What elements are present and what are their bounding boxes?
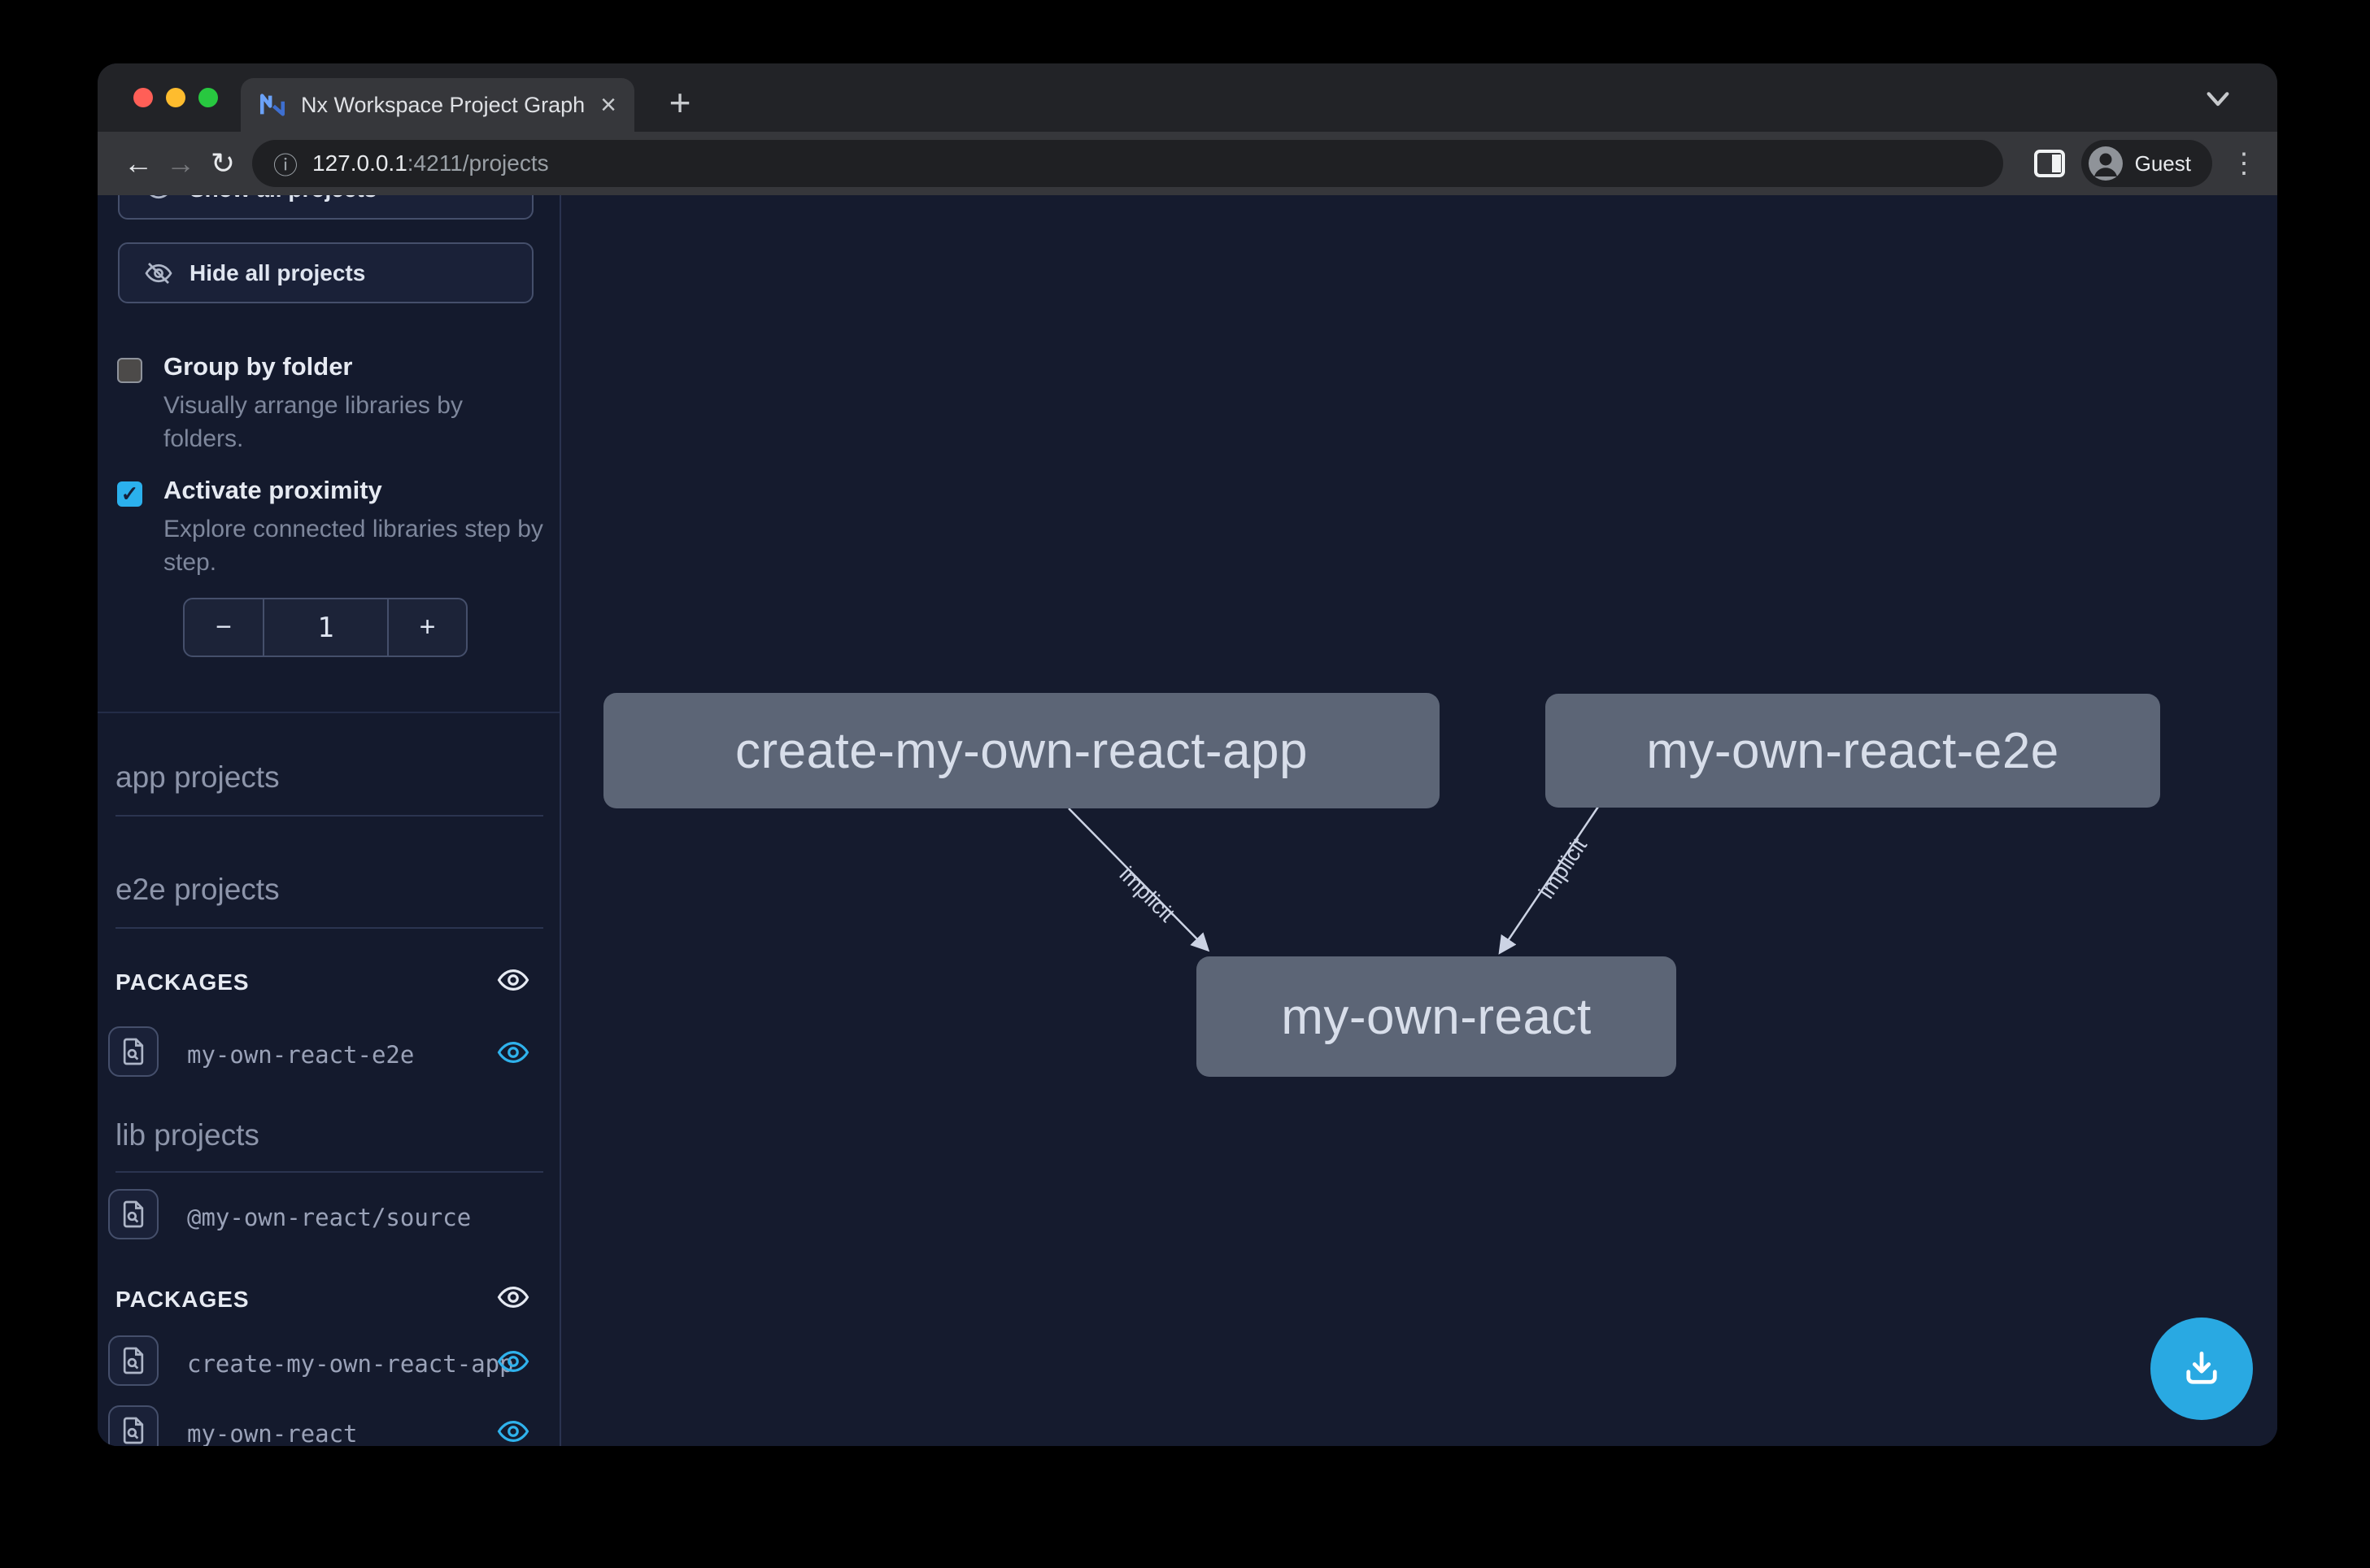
toggle-project-eye-icon[interactable] <box>496 1414 530 1446</box>
packages-header-lib: PACKAGES <box>115 1287 250 1312</box>
dependency-edge <box>1498 806 1600 955</box>
traffic-close-button[interactable] <box>133 88 153 107</box>
site-info-icon[interactable]: ⓘ <box>273 153 298 180</box>
forward-button[interactable]: → <box>166 146 195 180</box>
url-text: 127.0.0.1:4211/projects <box>312 150 549 176</box>
traffic-minimize-button[interactable] <box>166 88 185 107</box>
toggle-all-e2e-packages-eye-icon[interactable] <box>496 963 530 997</box>
project-name[interactable]: @my-own-react/source <box>187 1204 472 1231</box>
packages-header-e2e: PACKAGES <box>115 969 250 995</box>
activate-proximity-checkbox[interactable]: ✓ <box>117 481 142 507</box>
browser-window: Nx Workspace Project Graph × + ← → ↻ ⓘ 1… <box>98 63 2277 1446</box>
check-icon: ✓ <box>120 481 139 506</box>
section-underline <box>115 927 543 929</box>
section-app-projects: app projects <box>115 760 280 794</box>
project-name[interactable]: my-own-react <box>187 1420 358 1446</box>
show-all-projects-label: Show all projects <box>190 195 377 203</box>
show-all-projects-button[interactable]: Show all projects <box>118 195 534 220</box>
section-e2e-projects: e2e projects <box>115 873 280 906</box>
sidebar: Show all projects Hide all projects Grou… <box>98 195 561 1446</box>
tab-close-icon[interactable]: × <box>600 89 616 120</box>
profile-label: Guest <box>2134 150 2191 176</box>
eye-icon <box>150 195 168 198</box>
graph-edges <box>1068 806 1600 955</box>
side-panel-icon[interactable] <box>2033 150 2065 177</box>
focus-project-button[interactable] <box>108 1189 159 1239</box>
proximity-stepper: − 1 + <box>183 598 468 657</box>
address-bar[interactable]: ⓘ 127.0.0.1:4211/projects <box>252 140 2003 187</box>
browser-toolbar: ← → ↻ ⓘ 127.0.0.1:4211/projects Guest ⋮ <box>98 132 2277 195</box>
project-graph-canvas[interactable]: implicit implicit create-my-own-react-ap… <box>561 195 2277 1446</box>
back-button[interactable]: ← <box>124 146 153 180</box>
nx-logo-icon <box>259 94 285 116</box>
focus-project-button[interactable] <box>108 1026 159 1077</box>
stepper-value: 1 <box>317 611 334 644</box>
stepper-decrement-button[interactable]: − <box>185 599 264 656</box>
chevron-down-icon[interactable] <box>2204 86 2232 111</box>
traffic-zoom-button[interactable] <box>198 88 218 107</box>
section-underline <box>115 1171 543 1173</box>
project-name[interactable]: my-own-react-e2e <box>187 1041 415 1069</box>
toggle-project-eye-icon[interactable] <box>496 1344 530 1379</box>
file-search-icon <box>123 1038 144 1065</box>
file-search-icon <box>123 1200 144 1228</box>
url-path: :4211/projects <box>407 150 549 176</box>
avatar-icon <box>2088 146 2123 181</box>
profile-button[interactable]: Guest <box>2080 140 2212 187</box>
activate-proximity-label: Activate proximity <box>163 476 382 504</box>
tab-title: Nx Workspace Project Graph <box>301 92 586 117</box>
focus-project-button[interactable] <box>108 1405 159 1446</box>
file-search-icon <box>123 1347 144 1374</box>
browser-menu-button[interactable]: ⋮ <box>2230 148 2258 179</box>
hide-all-projects-label: Hide all projects <box>190 259 366 285</box>
reload-button[interactable]: ↻ <box>210 146 236 180</box>
group-by-folder-label: Group by folder <box>163 352 353 381</box>
group-by-folder-description: Visually arrange libraries by folders. <box>163 392 463 452</box>
sidebar-divider <box>98 712 560 713</box>
download-image-button[interactable] <box>2150 1318 2253 1420</box>
graph-node-my-own-react-e2e[interactable]: my-own-react-e2e <box>1545 694 2160 808</box>
toggle-project-eye-icon[interactable] <box>496 1035 530 1069</box>
toggle-all-lib-packages-eye-icon[interactable] <box>496 1280 530 1314</box>
hide-all-projects-button[interactable]: Hide all projects <box>118 242 534 303</box>
file-search-icon <box>123 1417 144 1444</box>
stepper-increment-button[interactable]: + <box>387 599 466 656</box>
download-icon <box>2186 1351 2217 1384</box>
section-lib-projects: lib projects <box>115 1118 259 1152</box>
group-by-folder-checkbox[interactable] <box>117 358 142 383</box>
graph-node-create-my-own-react-app[interactable]: create-my-own-react-app <box>603 693 1440 808</box>
tab-strip: Nx Workspace Project Graph × + <box>98 63 2277 132</box>
graph-node-my-own-react[interactable]: my-own-react <box>1196 956 1676 1077</box>
activate-proximity-description: Explore connected libraries step by step… <box>163 516 543 576</box>
url-host: 127.0.0.1 <box>312 150 407 176</box>
project-name[interactable]: create-my-own-react-app <box>187 1350 514 1378</box>
tab-nx-project-graph[interactable]: Nx Workspace Project Graph × <box>241 78 634 132</box>
focus-project-button[interactable] <box>108 1335 159 1386</box>
eye-off-icon <box>145 262 172 284</box>
app-content: Show all projects Hide all projects Grou… <box>98 195 2277 1446</box>
section-underline <box>115 815 543 817</box>
dependency-edge <box>1068 808 1210 952</box>
new-tab-button[interactable]: + <box>669 81 691 124</box>
